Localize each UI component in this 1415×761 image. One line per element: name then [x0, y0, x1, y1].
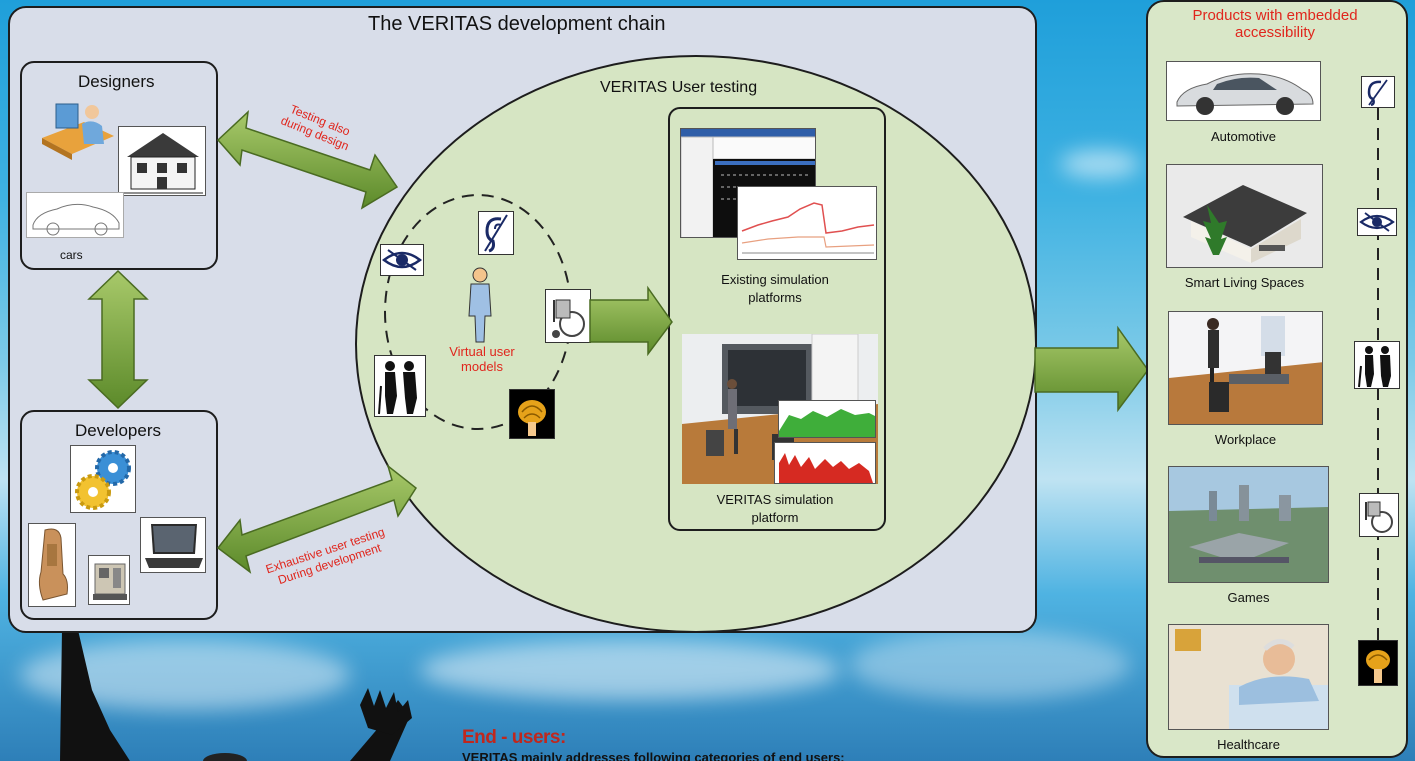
- to-simulation-arrow: [589, 285, 673, 357]
- person-icon: [468, 267, 492, 343]
- simulation-graph-image: [737, 186, 877, 260]
- gears-image: [70, 445, 136, 513]
- elderly-couple-icon: [374, 355, 426, 417]
- workplace-label: Workplace: [1214, 432, 1277, 447]
- automotive-label: Automotive: [1210, 129, 1277, 144]
- brain-icon: [1358, 640, 1398, 686]
- healthcare-label: Healthcare: [1217, 737, 1280, 752]
- cars-label: cars: [60, 248, 83, 262]
- games-image: [1168, 466, 1329, 583]
- products-title-line1: Products with embedded: [1192, 7, 1358, 24]
- wheelchair-icon: [1359, 493, 1399, 537]
- existing-platforms-caption: Existing simulation platforms: [690, 271, 860, 306]
- developers-title: Developers: [75, 421, 161, 440]
- designer-at-desk-icon: [42, 103, 114, 160]
- veritas-platform-caption: VERITAS simulation platform: [690, 491, 860, 526]
- machine-image: [88, 555, 130, 605]
- wheelchair-icon: [545, 289, 591, 343]
- developers-exhaustive-arrow: [216, 463, 417, 574]
- cloud: [1060, 150, 1140, 178]
- automotive-image: [1166, 61, 1321, 121]
- designers-developers-arrow: [87, 269, 149, 410]
- designers-testing-arrow: [216, 110, 399, 210]
- car-sketch-image: [26, 192, 124, 238]
- elderly-couple-icon: [1354, 341, 1400, 389]
- brain-icon: [509, 389, 555, 439]
- products-title-line2: accessibility: [1234, 24, 1316, 42]
- eye-icon: [380, 244, 424, 276]
- healthcare-image: [1168, 624, 1329, 730]
- end-users-heading: End - users:: [462, 727, 566, 748]
- smart-living-image: [1166, 164, 1323, 268]
- laptop-image: [140, 517, 206, 573]
- cloud: [850, 630, 1130, 700]
- cloud: [420, 640, 840, 700]
- red-graph-image: [774, 442, 876, 484]
- green-graph-image: [778, 400, 876, 438]
- eye-icon: [1357, 208, 1397, 236]
- veritas-platform-line2: platform: [751, 509, 799, 525]
- games-label: Games: [1227, 590, 1270, 605]
- virtual-user-models-label: Virtual user models: [432, 344, 532, 375]
- ear-icon: [1361, 76, 1395, 108]
- products-title: Products with embedded accessibility: [1160, 7, 1390, 42]
- existing-platforms-line2: platforms: [748, 289, 802, 305]
- existing-platforms-line1: Existing simulation: [721, 272, 829, 287]
- car-seat-image: [28, 523, 76, 607]
- to-products-arrow: [1034, 325, 1149, 413]
- designers-title: Designers: [78, 72, 155, 91]
- ear-icon: [478, 211, 514, 255]
- virtual-models-line2: models: [461, 358, 503, 374]
- virtual-models-line1: Virtual user: [449, 344, 515, 359]
- user-testing-title: VERITAS User testing: [600, 79, 758, 96]
- end-users-subtext: VERITAS mainly addresses following categ…: [462, 750, 845, 761]
- smart-living-label: Smart Living Spaces: [1184, 275, 1305, 290]
- workplace-image: [1168, 311, 1323, 425]
- house-blueprint-image: [118, 126, 206, 196]
- panel-title: The VERITAS development chain: [368, 13, 666, 35]
- veritas-platform-line1: VERITAS simulation: [716, 492, 834, 507]
